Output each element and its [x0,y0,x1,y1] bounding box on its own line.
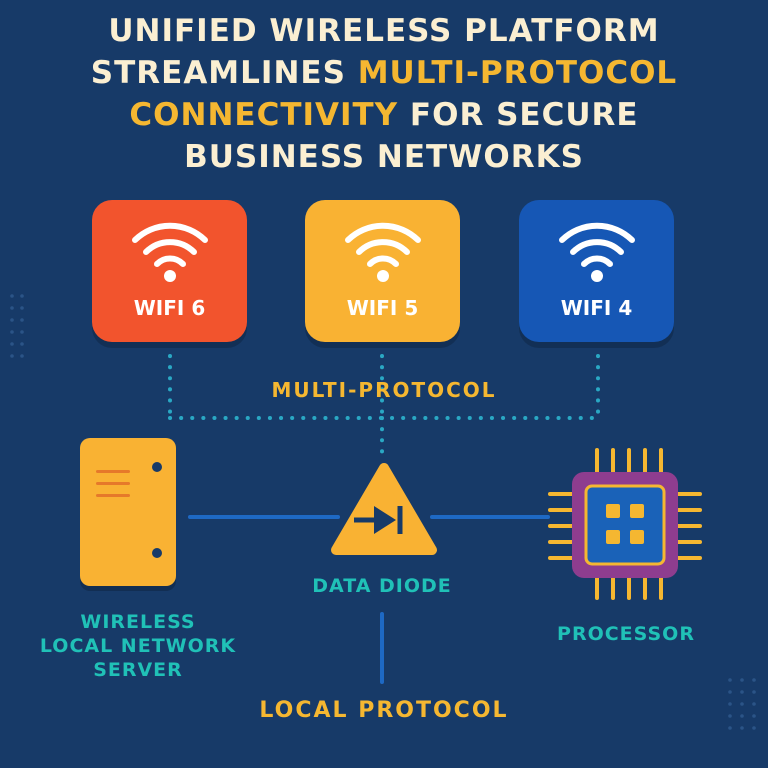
server-led [152,548,162,558]
protocol-tile-wifi5: WIFI 5 [305,200,460,342]
data-diode-icon [331,463,437,555]
protocol-label: WIFI 6 [133,296,206,320]
page-title: UNIFIED WIRELESS PLATFORM STREAMLINES MU… [20,10,748,178]
server-label-line-3: SERVER [93,659,183,681]
server-icon [80,438,176,586]
multi-protocol-label: MULTI-PROTOCOL [271,378,497,402]
title-line-4: BUSINESS NETWORKS [184,139,584,175]
processor-chip-icon [548,448,702,600]
wifi-icon [345,222,421,282]
data-diode-label: DATA DIODE [312,575,452,597]
title-highlight-connectivity: CONNECTIVITY [129,97,399,133]
protocol-label: WIFI 4 [560,296,633,320]
title-line-3-end: FOR SECURE [398,97,639,133]
server-slot [96,482,130,485]
title-highlight-multi-protocol: MULTI-PROTOCOL [357,55,678,91]
local-protocol-label: LOCAL PROTOCOL [259,698,509,723]
protocol-tile-wifi4: WIFI 4 [519,200,674,342]
server-led [152,462,162,472]
server-label-line-1: WIRELESS [80,611,196,633]
decorative-dots-left [10,294,24,358]
protocol-tile-wifi6: WIFI 6 [92,200,247,342]
server-slot [96,470,130,473]
wifi-icon [559,222,635,282]
title-line-1: UNIFIED WIRELESS PLATFORM [108,13,660,49]
server-label: WIRELESS LOCAL NETWORK SERVER [20,610,256,682]
server-slot [96,494,130,497]
protocol-label: WIFI 5 [346,296,419,320]
server-label-line-2: LOCAL NETWORK [39,635,237,657]
processor-label: PROCESSOR [557,623,695,645]
wifi-icon [132,222,208,282]
title-line-2-start: STREAMLINES [90,55,358,91]
decorative-dots-right [728,678,756,730]
